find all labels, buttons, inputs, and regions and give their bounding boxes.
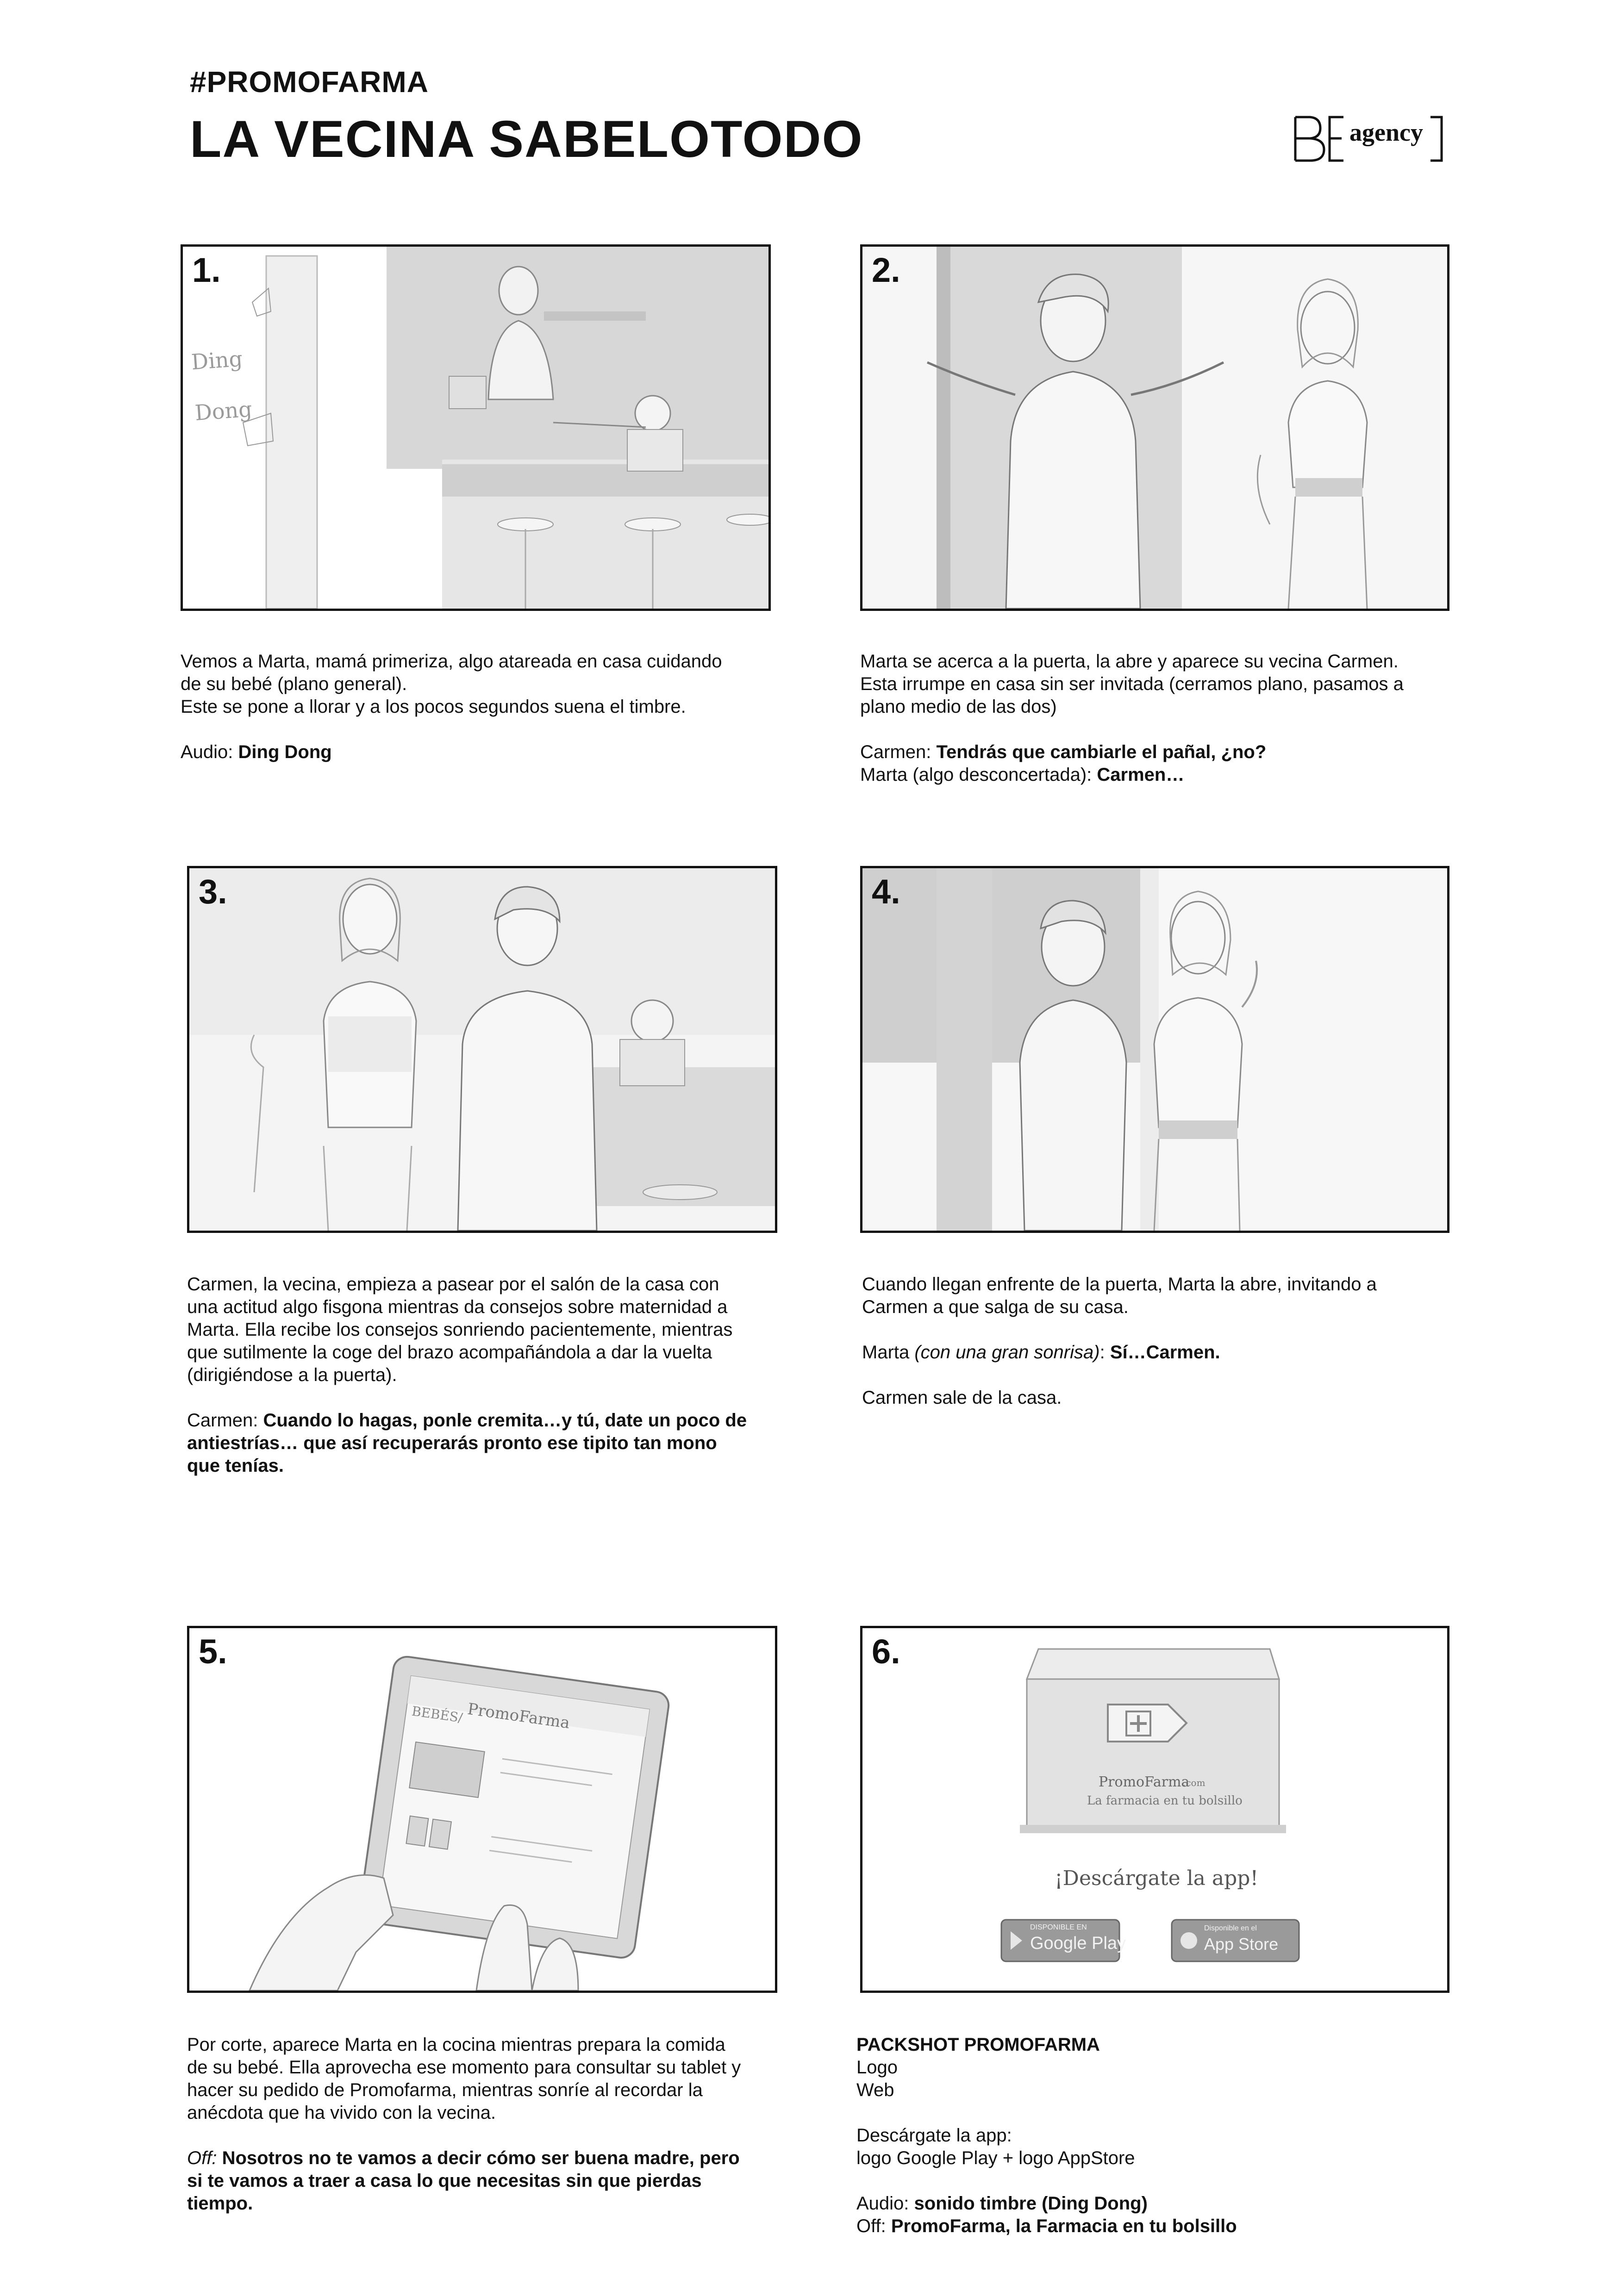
page-title: LA VECINA SABELOTODO	[190, 110, 863, 168]
frame-number: 1.	[192, 251, 221, 289]
google-play-badge-label: Google Play	[1030, 1934, 1126, 1953]
frame-4-sketch	[862, 868, 1447, 1231]
storyboard-frame-2: 2.	[860, 244, 1449, 611]
frame-4-description: Cuando llegan enfrente de la puerta, Mar…	[862, 1274, 1377, 1408]
ding-dong-sketch-text: Ding Dong	[190, 346, 253, 426]
download-app-text: ¡Descárgate la app!	[1055, 1867, 1259, 1890]
packshot-box-brand: PromoFarma	[1099, 1774, 1190, 1790]
frame-3-description: Carmen, la vecina, empieza a pasear por …	[187, 1274, 747, 1476]
be-logo-mark	[1294, 116, 1443, 162]
app-store-badge-top: Disponible en el	[1204, 1924, 1257, 1932]
frame-number: 4.	[872, 872, 900, 911]
frame-3-sketch	[189, 868, 775, 1231]
frame-5-sketch	[189, 1628, 775, 1991]
packshot-box-com: .com	[1183, 1777, 1206, 1788]
frame-1-description: Vemos a Marta, mamá primeriza, algo atar…	[181, 651, 722, 762]
frame-2-sketch	[862, 247, 1447, 609]
frame-number: 5.	[199, 1632, 227, 1671]
storyboard-frame-1: 1. Ding Dong	[181, 244, 771, 611]
frame-number: 3.	[199, 872, 227, 911]
page-hashtag: #PROMOFARMA	[190, 65, 429, 99]
storyboard-frame-4: 4.	[860, 866, 1449, 1233]
be-agency-logo: agency	[1292, 109, 1449, 169]
google-play-badge-top: DISPONIBLE EN	[1030, 1923, 1087, 1931]
frame-6-sketch	[862, 1628, 1447, 1991]
storyboard-frame-3: 3.	[187, 866, 777, 1233]
frame-number: 2.	[872, 251, 900, 289]
storyboard-frame-6: 6. PromoFarma .com La farmacia en tu bol…	[860, 1626, 1449, 1993]
packshot-box-tagline: La farmacia en tu bolsillo	[1087, 1794, 1243, 1808]
logo-text: agency	[1349, 118, 1423, 146]
app-store-badge-label: App Store	[1204, 1935, 1279, 1954]
frame-number: 6.	[872, 1632, 900, 1671]
frame-5-description: Por corte, aparece Marta en la cocina mi…	[187, 2035, 741, 2214]
frame-2-description: Marta se acerca a la puerta, la abre y a…	[860, 651, 1404, 785]
frame-1-sketch	[242, 247, 768, 609]
storyboard-frame-5: 5. PromoFarma BEBÉS/	[187, 1626, 777, 1993]
